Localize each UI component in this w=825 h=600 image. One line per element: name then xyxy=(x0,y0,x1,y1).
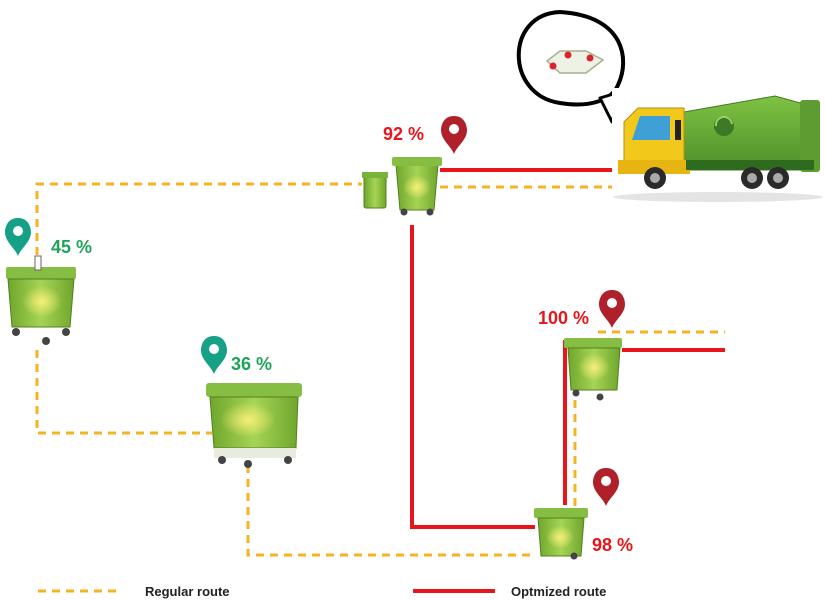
garbage-bin-icon xyxy=(564,338,622,401)
location-pin-icon xyxy=(599,290,625,328)
regular-route-segment xyxy=(35,350,212,435)
location-pin-icon xyxy=(593,468,619,506)
regular-route-paths xyxy=(35,182,725,557)
garbage-truck-icon xyxy=(612,88,823,204)
fill-percent-bin-2: 36 % xyxy=(231,354,272,374)
fill-percent-bin-3: 92 % xyxy=(383,124,424,144)
fill-percent-bin-1: 45 % xyxy=(51,237,92,257)
optimized-route-segment xyxy=(410,225,535,529)
legend: Regular route Optmized route xyxy=(38,584,606,599)
location-pin-icon xyxy=(5,218,31,256)
optimized-route-paths xyxy=(410,168,725,529)
garbage-bin-icon xyxy=(362,157,442,216)
regular-route-segment xyxy=(35,182,362,255)
location-pin-icon xyxy=(201,336,227,374)
garbage-bin-icon xyxy=(534,508,588,560)
fill-percent-bin-5: 98 % xyxy=(592,535,633,555)
map-thought-bubble-icon xyxy=(516,9,626,124)
location-pin-icon xyxy=(441,116,467,154)
garbage-bin-icon xyxy=(206,383,302,468)
regular-route-segment xyxy=(246,465,535,557)
garbage-bin-icon xyxy=(6,255,76,345)
fill-percent-bin-4: 100 % xyxy=(538,308,589,328)
legend-regular-label: Regular route xyxy=(145,584,230,599)
legend-optimized-label: Optmized route xyxy=(511,584,606,599)
